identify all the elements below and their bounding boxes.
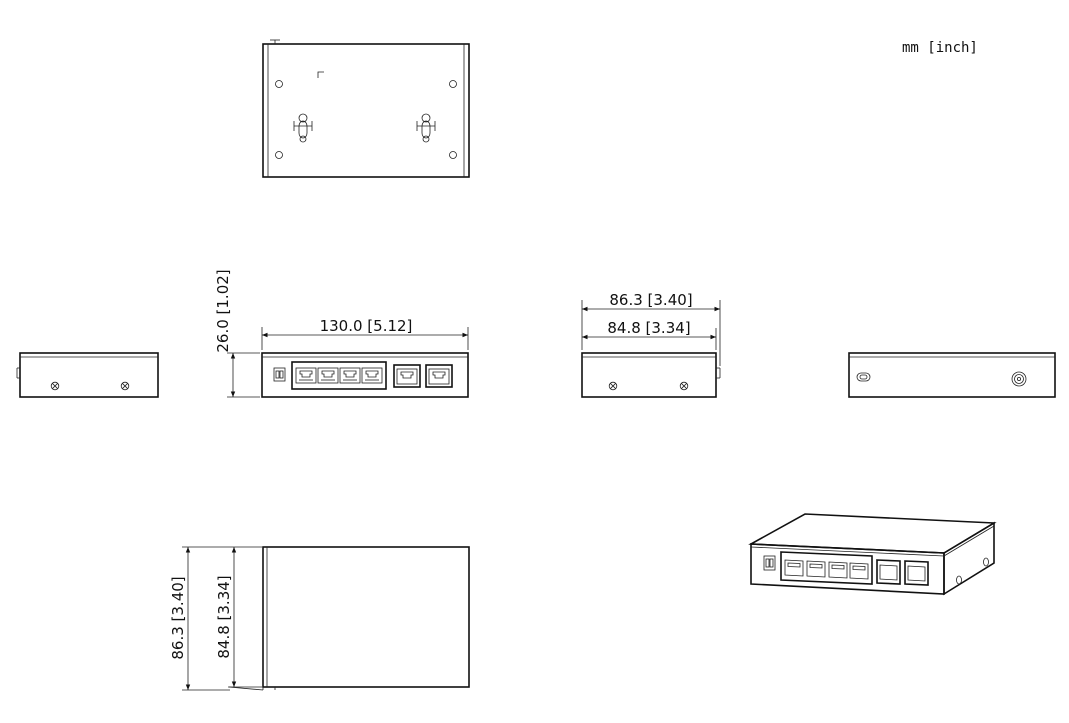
rj45-port-icon <box>849 562 869 580</box>
rj45-port-icon <box>806 560 826 578</box>
rj45-port-icon <box>361 367 383 384</box>
screw-icon <box>608 381 618 391</box>
rj45-port-icon <box>295 367 317 384</box>
right-side-view: 86.3 [3.40] 84.8 [3.34] <box>581 291 721 398</box>
rj45-port-icon <box>904 560 929 586</box>
rj45-port-icon <box>828 561 848 579</box>
keyhole-slot-left-icon <box>293 113 313 143</box>
side-depth-inner-dimension: 84.8 [3.34] <box>607 319 690 337</box>
screw-icon <box>50 381 60 391</box>
isometric-view <box>748 513 997 596</box>
screw-icon <box>120 381 130 391</box>
bottom-depth-outer-dimension: 86.3 [3.40] <box>169 576 187 659</box>
rj45-port-icon <box>425 364 453 388</box>
front-view: 130.0 [5.12] 26.0 [1.02] <box>214 269 469 398</box>
rj45-port-icon <box>876 559 901 585</box>
left-side-view <box>16 352 159 398</box>
front-height-dimension: 26.0 [1.02] <box>214 269 232 352</box>
screw-icon <box>956 575 962 585</box>
rj45-port-icon <box>784 559 804 577</box>
bottom-depth-inner-dimension: 84.8 [3.34] <box>215 575 233 658</box>
power-jack-icon <box>1011 371 1027 387</box>
side-depth-outer-dimension: 86.3 [3.40] <box>609 291 692 309</box>
units-label: mm [inch] <box>902 40 978 56</box>
top-view <box>262 39 470 178</box>
front-width-dimension: 130.0 [5.12] <box>320 317 413 335</box>
keyhole-slot-right-icon <box>416 113 436 143</box>
rj45-port-icon <box>317 367 339 384</box>
screw-icon <box>679 381 689 391</box>
screw-icon <box>983 557 989 567</box>
rj45-port-icon <box>339 367 361 384</box>
rj45-port-icon <box>393 364 421 388</box>
rear-view <box>848 352 1056 398</box>
bottom-view: 86.3 [3.40] 84.8 [3.34] <box>169 546 470 691</box>
